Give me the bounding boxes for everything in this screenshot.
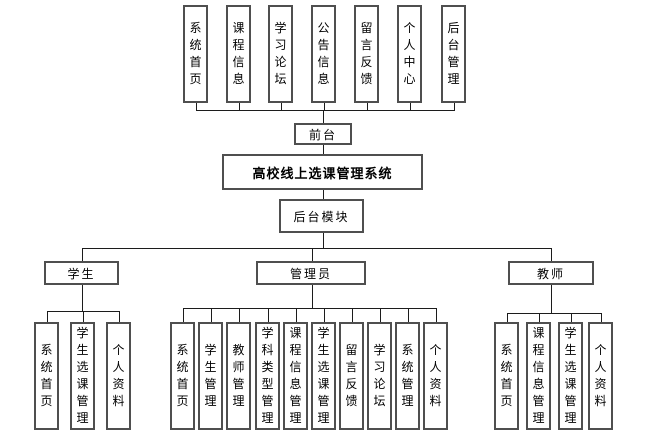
role-module-box: 个人资料 (106, 322, 131, 430)
connector-line (407, 308, 409, 322)
front-module-box-label: 个人中心 (403, 21, 416, 86)
role-module-box-label: 学生管理 (204, 343, 217, 408)
role-module-box-label: 学生选课管理 (317, 326, 330, 425)
connector-line (366, 103, 368, 110)
role-module-box-label: 系统首页 (176, 343, 189, 408)
connector-line (81, 248, 552, 249)
connector-line (506, 313, 602, 314)
front-gateway-box: 前台 (294, 123, 352, 145)
role-module-box: 个人资料 (588, 322, 613, 430)
role-module-box: 学生选课管理 (558, 322, 583, 430)
role-module-box: 系统首页 (170, 322, 195, 430)
role-module-box: 个人资料 (423, 322, 448, 430)
role-module-box-label: 留言反馈 (345, 343, 358, 408)
role-module-box-label: 个人资料 (594, 343, 607, 408)
connector-line (453, 103, 455, 110)
front-module-box-label: 留言反馈 (360, 21, 373, 86)
role-teacher-box: 教师 (508, 261, 594, 285)
connector-line (323, 103, 325, 110)
connector-line (323, 110, 324, 123)
role-module-box: 系统首页 (494, 322, 519, 430)
connector-line (551, 285, 552, 313)
connector-line (195, 110, 455, 111)
back-module-label: 后台模块 (293, 209, 350, 224)
role-student-label: 学生 (67, 266, 96, 281)
connector-line (323, 308, 325, 322)
front-module-box-label: 后台管理 (447, 21, 460, 86)
role-module-box-label: 学习论坛 (373, 343, 386, 408)
role-module-box: 系统管理 (395, 322, 420, 430)
connector-line (551, 248, 552, 261)
role-module-box: 学生管理 (198, 322, 223, 430)
role-module-box-label: 系统首页 (500, 343, 513, 408)
role-module-box: 学生选课管理 (311, 322, 336, 430)
connector-line (295, 308, 297, 322)
connector-line (81, 248, 83, 261)
role-module-box-label: 课程信息管理 (532, 326, 545, 425)
role-teacher-label: 教师 (536, 266, 565, 281)
connector-line (538, 313, 540, 322)
role-module-box-label: 个人资料 (112, 343, 125, 408)
connector-line (323, 233, 324, 248)
role-module-box-label: 个人资料 (429, 343, 442, 408)
system-title-box: 高校线上选课管理系统 (222, 154, 423, 190)
connector-line (195, 103, 197, 110)
role-module-box-label: 学生选课管理 (564, 326, 577, 425)
front-module-box: 留言反馈 (354, 5, 379, 103)
role-module-box: 学生选课管理 (70, 322, 95, 430)
connector-line (311, 248, 313, 261)
connector-line (46, 311, 48, 322)
connector-line (267, 308, 269, 322)
connector-line (351, 308, 353, 322)
front-module-box-label: 课程信息 (232, 21, 245, 86)
role-admin-box: 管理员 (256, 261, 366, 285)
front-module-box: 个人中心 (397, 5, 422, 103)
front-module-box: 公告信息 (311, 5, 336, 103)
role-student-box: 学生 (44, 261, 119, 285)
connector-line (210, 308, 212, 322)
back-module-box: 后台模块 (279, 199, 364, 233)
role-module-box: 学习论坛 (367, 322, 392, 430)
role-module-box: 教师管理 (226, 322, 251, 430)
connector-line (570, 313, 572, 322)
front-module-box-label: 系统首页 (189, 21, 202, 86)
role-admin-label: 管理员 (289, 266, 332, 281)
role-module-box: 留言反馈 (339, 322, 364, 430)
role-module-box: 学科类型管理 (255, 322, 280, 430)
role-module-box: 课程信息管理 (526, 322, 551, 430)
role-module-box-label: 系统首页 (40, 343, 53, 408)
front-gateway-label: 前台 (308, 127, 337, 142)
front-module-box: 后台管理 (441, 5, 466, 103)
front-module-box: 学习论坛 (268, 5, 293, 103)
connector-line (506, 313, 508, 322)
front-module-box-label: 公告信息 (317, 21, 330, 86)
connector-line (238, 103, 240, 110)
role-module-box: 系统首页 (34, 322, 59, 430)
connector-line (311, 285, 313, 308)
connector-line (435, 308, 437, 322)
role-module-box: 课程信息管理 (283, 322, 308, 430)
connector-line (182, 308, 437, 309)
connector-line (82, 311, 84, 322)
role-module-box-label: 学科类型管理 (261, 326, 274, 425)
connector-line (600, 313, 602, 322)
connector-line (81, 285, 83, 311)
role-module-box-label: 教师管理 (232, 343, 245, 408)
role-module-box-label: 学生选课管理 (76, 326, 89, 425)
front-module-box: 系统首页 (183, 5, 208, 103)
connector-line (323, 190, 324, 199)
role-module-box-label: 课程信息管理 (289, 326, 302, 425)
connector-line (182, 308, 184, 322)
role-module-box-label: 系统管理 (401, 343, 414, 408)
connector-line (118, 311, 120, 322)
front-module-box-label: 学习论坛 (274, 21, 287, 86)
connector-line (238, 308, 240, 322)
connector-line (379, 308, 381, 322)
connector-line (323, 145, 324, 154)
connector-line (409, 103, 411, 110)
front-module-box: 课程信息 (226, 5, 251, 103)
connector-line (280, 103, 282, 110)
system-title-label: 高校线上选课管理系统 (252, 166, 393, 182)
